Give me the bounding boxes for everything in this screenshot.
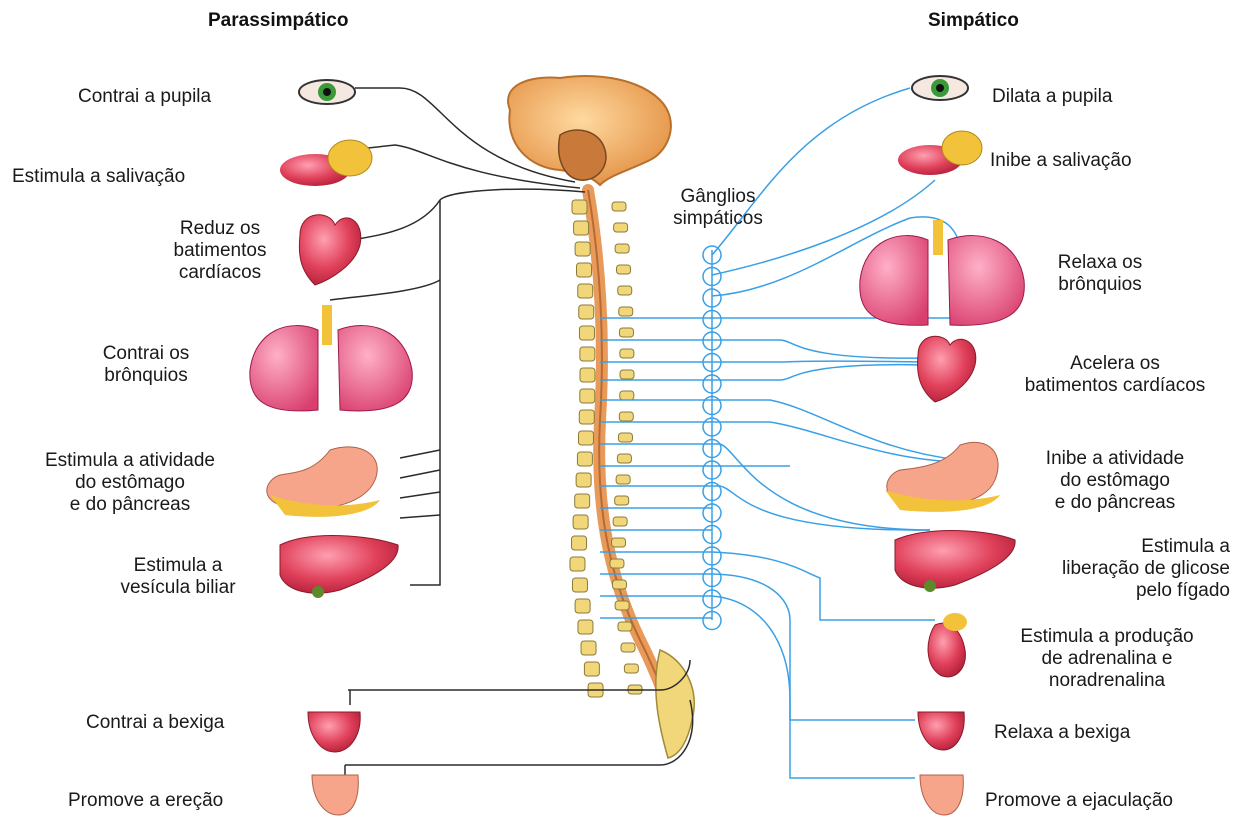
- lungs-icon: [860, 220, 1025, 325]
- vertebrae: [570, 200, 642, 697]
- heart-icon: [299, 215, 360, 285]
- sympathetic-ganglia-chain: [703, 246, 721, 630]
- vertebra-process: [617, 265, 631, 274]
- sym-label-pupil: Dilata a pupila: [992, 86, 1112, 108]
- eye-icon: [912, 76, 968, 100]
- vertebra-process: [615, 496, 629, 505]
- para-label-gallbladder: Estimula a vesícula biliar: [88, 555, 268, 599]
- vertebra: [579, 326, 594, 340]
- liver-icon: [280, 536, 398, 598]
- genitals-icon: [312, 775, 358, 815]
- ganglia-label: Gânglios simpáticos: [648, 186, 788, 230]
- vertebra-process: [618, 622, 632, 631]
- vertebra: [581, 641, 596, 655]
- vertebra-process: [617, 454, 631, 463]
- spinal-cord-icon: [588, 190, 694, 758]
- liver-icon: [895, 531, 1015, 592]
- vertebra: [576, 473, 591, 487]
- vertebra-process: [613, 517, 627, 526]
- stomach-icon: [267, 447, 380, 517]
- vertebra-process: [610, 559, 624, 568]
- vertebra-process: [612, 580, 626, 589]
- vertebra-process: [612, 538, 626, 547]
- vertebra-process: [615, 601, 629, 610]
- vertebra: [575, 599, 590, 613]
- vertebra-process: [614, 223, 628, 232]
- sympathetic-heading: Simpático: [928, 10, 1019, 32]
- parasympathetic-nerves: [330, 88, 693, 780]
- vertebra: [570, 557, 585, 571]
- vertebra: [584, 662, 599, 676]
- vertebra: [579, 410, 594, 424]
- sym-label-liver: Estimula a liberação de glicose pelo fíg…: [1010, 536, 1230, 602]
- vertebra: [572, 578, 587, 592]
- vertebra: [575, 242, 590, 256]
- vertebra: [578, 431, 593, 445]
- vertebra-process: [619, 412, 633, 421]
- para-label-bladder: Contrai a bexiga: [86, 712, 224, 734]
- sym-label-adrenal: Estimula a produção de adrenalina e nora…: [982, 626, 1232, 692]
- vertebra: [573, 515, 588, 529]
- genitals-icon: [920, 775, 963, 815]
- brain-icon: [508, 76, 671, 185]
- vertebra: [579, 305, 594, 319]
- vertebra-process: [618, 433, 632, 442]
- bladder-icon: [308, 712, 360, 752]
- vertebra-process: [621, 643, 635, 652]
- vertebra: [572, 200, 587, 214]
- vertebra: [577, 452, 592, 466]
- vertebra: [578, 284, 593, 298]
- para-label-heart: Reduz os batimentos cardíacos: [140, 218, 300, 284]
- vertebra: [577, 263, 592, 277]
- salivary-gland-icon: [898, 131, 982, 175]
- bladder-icon: [918, 712, 964, 750]
- vertebra-process: [619, 328, 633, 337]
- vertebra-process: [620, 391, 634, 400]
- vertebra: [580, 347, 595, 361]
- eye-icon: [299, 80, 355, 104]
- vertebra-process: [620, 370, 634, 379]
- sym-label-stomach: Inibe a atividade do estômago e do pâncr…: [1010, 448, 1220, 514]
- sym-label-bladder: Relaxa a bexiga: [994, 722, 1130, 744]
- sym-label-salivation: Inibe a salivação: [990, 150, 1132, 172]
- vertebra-process: [615, 244, 629, 253]
- parasympathetic-heading: Parassimpático: [208, 10, 348, 32]
- para-label-pupil: Contrai a pupila: [78, 86, 211, 108]
- vertebra: [580, 368, 595, 382]
- vertebra-process: [616, 475, 630, 484]
- vertebra: [575, 494, 590, 508]
- vertebra-process: [620, 349, 634, 358]
- vertebra-process: [612, 202, 626, 211]
- sym-label-heart: Acelera os batimentos cardíacos: [990, 353, 1240, 397]
- adrenal-kidney-icon: [928, 613, 967, 677]
- heart-icon: [918, 336, 976, 402]
- vertebra-process: [618, 286, 632, 295]
- vertebra: [578, 620, 593, 634]
- vertebra-process: [624, 664, 638, 673]
- para-label-bronchi: Contrai os brônquios: [76, 343, 216, 387]
- lungs-icon: [250, 305, 412, 411]
- para-label-stomach: Estimula a atividade do estômago e do pâ…: [10, 450, 250, 516]
- stomach-icon: [885, 442, 1000, 512]
- vertebra: [574, 221, 589, 235]
- salivary-gland-icon: [280, 140, 372, 186]
- vertebra: [580, 389, 595, 403]
- para-label-erection: Promove a ereção: [68, 790, 223, 812]
- vertebra: [572, 536, 587, 550]
- vertebra-process: [619, 307, 633, 316]
- para-label-salivation: Estimula a salivação: [12, 166, 185, 188]
- sym-label-ejaculation: Promove a ejaculação: [985, 790, 1173, 812]
- sym-label-bronchi: Relaxa os brônquios: [1030, 252, 1170, 296]
